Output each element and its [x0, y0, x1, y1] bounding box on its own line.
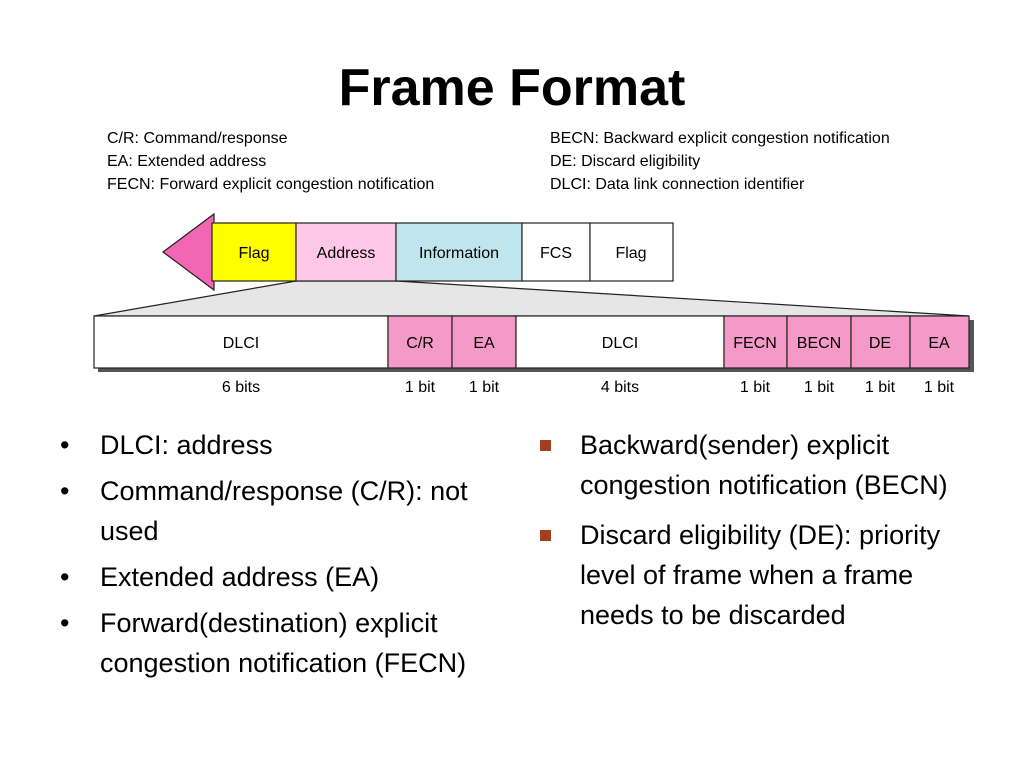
- frame-field-label: Information: [419, 245, 499, 262]
- address-field-label: C/R: [406, 335, 434, 352]
- legend-item-de: DE: Discard eligibility: [550, 153, 701, 170]
- bullet-item: Backward(sender) explicit congestion not…: [538, 425, 978, 505]
- bit-count: 6 bits: [222, 379, 260, 396]
- square-bullet-icon: [540, 530, 551, 541]
- address-field-label: EA: [928, 335, 950, 352]
- address-field-fecn: [723, 315, 788, 369]
- address-field-label: EA: [473, 335, 495, 352]
- bit-count: 1 bit: [924, 379, 955, 396]
- address-field-label: BECN: [797, 335, 841, 352]
- bullet-item: DLCI: address: [60, 425, 510, 465]
- direction-arrow-icon: [161, 212, 215, 292]
- bullet-item: Command/response (C/R): not used: [60, 471, 510, 551]
- frame-format-diagram: Flag Address Information FCS Flag DLCI C…: [93, 212, 974, 396]
- frame-field-label: Flag: [238, 245, 269, 262]
- bit-count: 4 bits: [601, 379, 639, 396]
- address-field-label: FECN: [733, 335, 777, 352]
- legend-left: C/R: Command/response EA: Extended addre…: [107, 127, 434, 196]
- bit-counts: 6 bits 1 bit 1 bit 4 bits 1 bit 1 bit 1 …: [222, 379, 955, 396]
- address-field-ea: [451, 315, 517, 369]
- address-field-dlci-low: [515, 315, 725, 369]
- address-field-becn: [786, 315, 852, 369]
- legend-item-becn: BECN: Backward explicit congestion notif…: [550, 130, 890, 147]
- bullet-item: Discard eligibility (DE): priority level…: [538, 515, 978, 635]
- bullet-item: Extended address (EA): [60, 557, 510, 597]
- address-field-dlci-high: [93, 315, 389, 369]
- address-field-ea-2: [909, 315, 970, 369]
- legend-item-cr: C/R: Command/response: [107, 130, 288, 147]
- frame-field-flag-end: [589, 222, 674, 282]
- frame-field-address: [295, 222, 397, 282]
- address-field-label: DE: [869, 335, 891, 352]
- legend-item-fecn: FECN: Forward explicit congestion notifi…: [107, 176, 435, 193]
- bullet-text: Backward(sender) explicit congestion not…: [580, 430, 948, 500]
- bit-count: 1 bit: [865, 379, 896, 396]
- frame-field-label: FCS: [540, 245, 572, 262]
- bullet-list-right: Backward(sender) explicit congestion not…: [538, 425, 978, 645]
- address-field-de: [850, 315, 911, 369]
- address-field-label: DLCI: [602, 335, 638, 352]
- frame-field-information: [395, 222, 523, 282]
- bit-count: 1 bit: [405, 379, 436, 396]
- frame-row: Flag Address Information FCS Flag: [211, 222, 674, 282]
- bit-count: 1 bit: [469, 379, 500, 396]
- square-bullet-icon: [540, 440, 551, 451]
- legend-item-dlci: DLCI: Data link connection identifier: [550, 176, 805, 193]
- frame-field-fcs: [521, 222, 591, 282]
- legend-right: BECN: Backward explicit congestion notif…: [550, 127, 890, 196]
- legend-item-ea: EA: Extended address: [107, 153, 267, 170]
- address-expansion-shape: [93, 280, 970, 317]
- frame-field-label: Address: [317, 245, 376, 262]
- address-field-label: DLCI: [223, 335, 259, 352]
- bullet-item: Forward(destination) explicit congestion…: [60, 603, 510, 683]
- address-field-cr: [387, 315, 453, 369]
- page-title: Frame Format: [338, 59, 686, 117]
- frame-field-label: Flag: [615, 245, 646, 262]
- bullet-list-left: DLCI: address Command/response (C/R): no…: [60, 425, 510, 689]
- bit-count: 1 bit: [804, 379, 835, 396]
- address-row: DLCI C/R EA DLCI FECN BECN DE EA: [93, 315, 970, 369]
- bit-count: 1 bit: [740, 379, 771, 396]
- bullet-text: Discard eligibility (DE): priority level…: [580, 520, 941, 630]
